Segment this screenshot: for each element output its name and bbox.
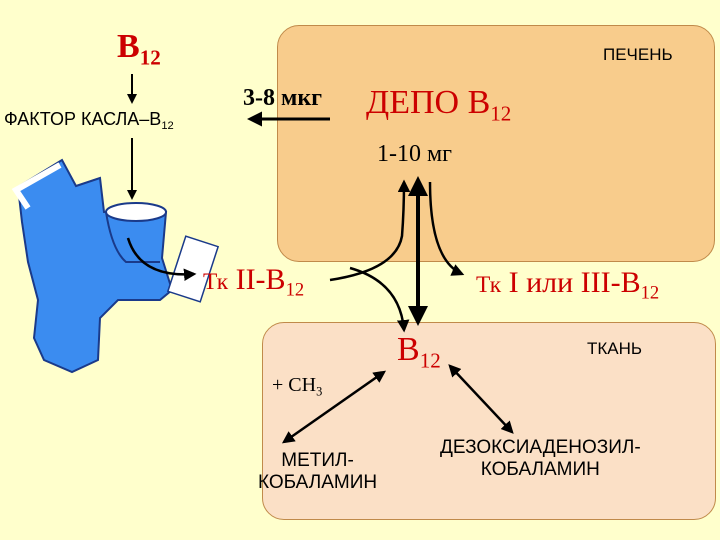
methylcobalamin-line1: МЕТИЛ- — [281, 450, 354, 471]
arrow-tc2-to-depot — [329, 179, 411, 282]
transfer-amount: 3-8 мкг — [243, 85, 323, 111]
arrow-depot-to-tc13 — [428, 181, 465, 276]
stomach-illustration — [11, 158, 220, 374]
tc13-label: Тк I или III-B12 — [476, 266, 660, 304]
deoxy-line2: КОБАЛАМИН — [480, 458, 600, 480]
liver-label: ПЕЧЕНЬ — [603, 45, 673, 64]
methylcobalamin-label: МЕТИЛ-КОБАЛАМИН — [258, 450, 377, 494]
liver-box — [277, 25, 715, 262]
arrow-b12-methyl — [281, 370, 387, 444]
tissue-label: ТКАНЬ — [587, 339, 643, 358]
arrow-tc2-to-b12 — [349, 266, 410, 333]
tissue-b12-label: B12 — [397, 331, 441, 373]
arrow-b12-deoxy — [448, 364, 514, 434]
depot-label: ДЕПО B12 — [366, 84, 512, 126]
methylcobalamin-line2: КОБАЛАМИН — [258, 471, 378, 493]
methyl-group-label: + СН3 — [272, 374, 323, 399]
deoxy-line1: ДЕЗОКСИАДЕНОЗИЛ- — [440, 437, 641, 458]
castle-factor-label: ФАКТОР КАСЛА–B12 — [4, 109, 174, 132]
deoxyadenosylcobalamin-label: ДЕЗОКСИАДЕНОЗИЛ-КОБАЛАМИН — [440, 437, 641, 481]
depot-amount: 1-10 мг — [377, 141, 453, 167]
arrow-stomach-to-tc2 — [126, 237, 197, 281]
b12-title: B12 — [117, 28, 161, 70]
tc2-label: Тк II-B12 — [203, 263, 305, 301]
